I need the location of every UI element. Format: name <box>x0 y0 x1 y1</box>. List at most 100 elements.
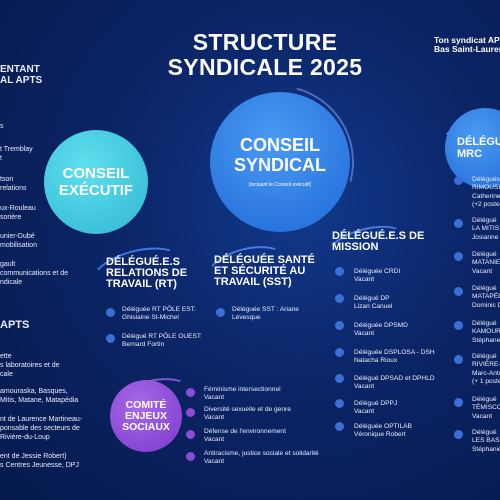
comite-line-1: COMITÉ <box>125 398 167 411</box>
rt-title-line-2: RELATIONS DE <box>106 267 188 279</box>
mission-item-role: Déléguée DSPLOSA - DSH <box>354 349 435 356</box>
bullet-icon <box>335 399 344 408</box>
left-line: ponsable des secteurs de <box>0 425 80 432</box>
left-line: nt de Laurence Martineau- <box>0 416 83 423</box>
comite-line-2: ENJEUX <box>124 409 167 422</box>
mission-item-role: Délégué DPSAD et DPHLD <box>354 375 435 382</box>
title-line-2: SYNDICALE 2025 <box>167 54 363 80</box>
comite-circle: COMITÉ ENJEUX SOCIAUX <box>110 380 182 452</box>
bullet-icon <box>454 176 463 185</box>
left-line: Mitis, Matane, Matapédia <box>0 397 79 404</box>
mission-item-role: Délégué DPPJ <box>354 400 398 407</box>
bullet-icon <box>186 430 195 439</box>
top-right-line-2: Bas Saint-Laurent <box>434 44 500 54</box>
left-line: ette <box>0 353 12 360</box>
mrc-item-line: RIMOUSK <box>472 184 500 192</box>
rt-title-line-3: TRAVAIL (RT) <box>106 278 177 290</box>
bullet-icon <box>186 388 195 397</box>
mission-item-role: Déléguée CRDI <box>354 268 401 275</box>
left-line: t <box>0 155 2 162</box>
mrc-item-line: Josianne G <box>472 233 500 241</box>
bullet-icon <box>335 348 344 357</box>
bullet-icon <box>106 308 115 317</box>
comite-item-role: Antiracisme, justice sociale et solidari… <box>204 450 319 457</box>
left-line: s <box>0 123 4 130</box>
sst-section-title: DÉLÉGUÉE SANTÉ ET SÉCURITÉ AU TRAVAIL (S… <box>214 255 315 288</box>
left-header-2: AL APTS <box>0 75 43 86</box>
mrc-item-line: Délégué <box>472 285 497 292</box>
mrc-item-line: Marc-Anto <box>472 369 500 377</box>
top-right-label: Ton syndicat APT Bas Saint-Laurent <box>434 36 500 54</box>
comite-item-name: Vacant <box>204 436 225 444</box>
sst-title-line-3: TRAVAIL (SST) <box>214 276 292 288</box>
mrc-line-1: DÉLÉGUÉ <box>457 136 500 148</box>
mrc-item-line: KAMOUR <box>472 328 500 336</box>
mrc-item-line: RIVIÈRE- <box>472 361 500 369</box>
left-line: sorière <box>0 214 22 221</box>
title-line-1: STRUCTURE <box>192 29 338 55</box>
mrc-item-line: Vacant <box>472 412 493 420</box>
comite-line-3: SOCIAUX <box>122 420 170 433</box>
left-line: relations <box>0 185 27 192</box>
left-line: cale <box>0 371 13 378</box>
conseil-syndical-circle: CONSEIL SYNDICAL (incluant le Conseil ex… <box>210 92 350 232</box>
mission-title-line-1: DÉLÉGUÉ.E.S DE <box>332 230 425 242</box>
comite-item-role: Féminisme intersectionnel <box>204 386 281 393</box>
mrc-item-line: Délégué <box>472 217 497 224</box>
rt-item-role: Délégué RT PÔLE OUEST: <box>122 333 203 340</box>
bullet-icon <box>335 422 344 431</box>
left-line: Rivière-du-Loup <box>0 434 50 441</box>
rt-title-line-1: DÉLÉGUÉ.E.S <box>106 256 180 268</box>
rt-section-title: DÉLÉGUÉ.E.S RELATIONS DE TRAVAIL (RT) <box>106 257 187 290</box>
mission-item-name: Vacant <box>354 408 375 416</box>
bullet-icon <box>454 287 463 296</box>
comite-item-role: Diversité sexuelle et de genre <box>204 406 291 413</box>
mrc-item-line: Stéphanie <box>472 445 500 453</box>
conseil-executif-line-2: EXÉCUTIF <box>58 182 134 199</box>
mission-item-name: Véronique Robert <box>354 431 406 439</box>
mrc-item-line: TÉMISCO <box>472 404 500 412</box>
bullet-icon <box>216 308 225 317</box>
conseil-syndical-line-2: SYNDICAL <box>233 155 326 175</box>
mrc-item-line: Délégué <box>472 251 497 258</box>
conseil-syndical-line-1: CONSEIL <box>239 135 320 155</box>
mrc-item-line: LES BAS <box>472 437 500 445</box>
rt-item: Déléguée RT PÔLE EST: Ghislaine St-Miche… <box>122 306 196 323</box>
mrc-item-line: Délégué <box>472 396 497 403</box>
rt-item-role: Déléguée RT PÔLE EST: <box>122 306 196 313</box>
rt-item: Délégué RT PÔLE OUEST: Bernard Fortin <box>122 333 202 350</box>
mrc-item-line: Délégués <box>472 176 500 183</box>
sst-title-line-2: ET SÉCURITÉ AU <box>214 265 306 277</box>
bullet-icon <box>186 408 195 417</box>
mrc-item-line: Délégué <box>472 429 497 436</box>
bullet-icon <box>454 430 463 439</box>
mrc-item-line: Catherine <box>472 192 500 200</box>
left-line: mobilisation <box>0 242 37 249</box>
conseil-syndical-note: (incluant le Conseil exécutif) <box>248 182 312 188</box>
mrc-item-line: (+2 poste <box>472 201 500 209</box>
bullet-icon <box>454 321 463 330</box>
comite-item-name: Vacant <box>204 414 225 422</box>
bullet-icon <box>454 398 463 407</box>
sst-item: Déléguée SST : Ariane Lévesque <box>232 306 299 323</box>
mrc-item-line: MATAPÉD <box>472 293 500 301</box>
mrc-item-line: Vacant <box>472 267 493 275</box>
mission-item-name: Vacant <box>354 330 375 338</box>
mission-item-role: Déléguée OPTILAB <box>354 423 412 430</box>
